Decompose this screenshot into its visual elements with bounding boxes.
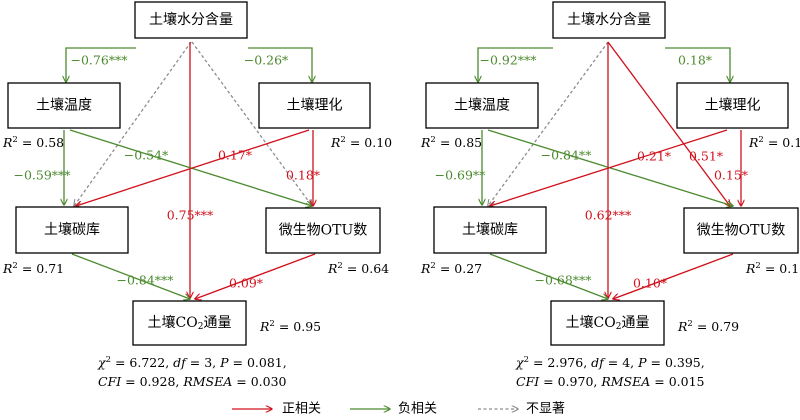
fit-stats-line-1: χ2 = 6.722, df = 3, P = 0.081, — [97, 355, 287, 370]
node-temp-box — [7, 82, 121, 129]
coef-physchem-to-otu: 0.15* — [714, 168, 749, 183]
node-temp-label: 土壤温度 — [36, 97, 92, 114]
fit-stats-line-2: CFI = 0.970, RMSEA = 0.015 — [516, 374, 705, 389]
node-co2-label: 土壤CO2通量 — [566, 314, 650, 332]
path-moisture-to-carbon — [488, 41, 609, 206]
r2-co2: R2 = 0.95 — [259, 319, 321, 334]
node-moisture-label: 土壤水分含量 — [567, 11, 651, 28]
r2-otu: R2 = 0.64 — [327, 261, 389, 276]
path-physchem-to-carbon — [490, 129, 728, 206]
coef-moisture-to-temp: −0.76*** — [70, 53, 128, 68]
path-moisture-to-carbon — [74, 41, 192, 206]
path-moisture-to-otu — [607, 41, 730, 206]
legend: 正相关 负相关 不显著 — [232, 402, 565, 417]
node-moisture-label: 土壤水分含量 — [149, 11, 233, 28]
r2-co2: R2 = 0.79 — [677, 319, 739, 334]
path-otu-to-co2 — [195, 253, 316, 299]
r2-carbon: R2 = 0.27 — [420, 261, 482, 276]
coef-moisture-to-physchem: −0.26* — [244, 53, 289, 68]
coef-physchem-to-carbon: 0.17* — [218, 148, 253, 163]
coef-temp-to-carbon: −0.69** — [435, 168, 487, 183]
node-carbon-box — [15, 206, 129, 254]
node-temp-box — [425, 82, 539, 129]
node-otu-label: 微生物OTU数 — [697, 223, 786, 239]
coef-temp-to-carbon: −0.59*** — [13, 168, 71, 183]
node-co2-box — [132, 300, 247, 346]
coef-otu-to-co2: 0.10* — [633, 276, 668, 291]
fit-stats-line-1: χ2 = 2.976, df = 4, P = 0.395, — [515, 355, 705, 370]
r2-carbon: R2 = 0.71 — [2, 261, 64, 276]
path-physchem-to-carbon — [76, 129, 310, 206]
r2-otu: R2 = 0.16 — [745, 261, 800, 276]
path-moisture-to-temp — [478, 47, 553, 82]
coef-moisture-to-temp: −0.92*** — [479, 53, 537, 68]
coef-physchem-to-carbon: 0.21* — [637, 149, 672, 164]
node-co2-box — [550, 300, 665, 346]
coef-carbon-to-co2: −0.84*** — [116, 273, 174, 288]
fit-stats-line-2: CFI = 0.928, RMSEA = 0.030 — [98, 374, 287, 389]
node-co2-label: 土壤CO2通量 — [148, 314, 232, 332]
r2-physchem: R2 = 0.10 — [748, 135, 800, 150]
path-moisture-to-physchem — [665, 47, 730, 82]
node-otu-box — [683, 207, 799, 254]
legend-nonsignificant-label: 不显著 — [526, 402, 565, 417]
path-carbon-to-co2 — [489, 253, 608, 299]
legend-positive-label: 正相关 — [282, 402, 321, 417]
coef-temp-to-otu: −0.54* — [124, 148, 169, 163]
node-physchem-label: 土壤理化 — [287, 97, 343, 114]
node-physchem-label: 土壤理化 — [705, 97, 761, 114]
path-moisture-to-physchem — [248, 47, 312, 82]
r2-temp: R2 = 0.58 — [2, 135, 64, 150]
coef-otu-to-co2: 0.09* — [229, 276, 264, 291]
coef-moisture-to-otu: 0.51* — [689, 149, 724, 164]
node-otu-box — [265, 207, 381, 254]
path-otu-to-co2 — [613, 253, 734, 299]
coef-moisture-to-co2: 0.62*** — [585, 208, 632, 223]
node-moisture-box — [552, 1, 666, 39]
r2-physchem: R2 = 0.10 — [330, 135, 392, 150]
node-physchem-box — [676, 82, 789, 129]
coef-carbon-to-co2: −0.68*** — [534, 273, 592, 288]
node-moisture-box — [134, 1, 248, 39]
legend-negative-label: 负相关 — [398, 402, 437, 417]
path-moisture-to-temp — [66, 47, 136, 82]
node-otu-label: 微生物OTU数 — [279, 223, 368, 239]
node-carbon-box — [433, 206, 547, 254]
node-carbon-label: 土壤碳库 — [462, 221, 518, 238]
sem-panel-1: −0.76*** −0.26* 0.75*** −0.59*** −0.54* 0.17*… — [2, 1, 392, 389]
r2-temp: R2 = 0.85 — [420, 135, 482, 150]
node-physchem-box — [258, 82, 371, 129]
path-moisture-to-otu — [191, 41, 312, 206]
coef-moisture-to-co2: 0.75*** — [167, 208, 214, 223]
coef-physchem-to-otu: 0.18* — [286, 168, 321, 183]
node-temp-label: 土壤温度 — [454, 97, 510, 114]
node-carbon-label: 土壤碳库 — [44, 221, 100, 238]
sem-panel-2: −0.92*** 0.18* 0.51* 0.62*** −0.69** −0.84** 0… — [420, 1, 800, 389]
coef-moisture-to-physchem: 0.18* — [678, 53, 713, 68]
path-carbon-to-co2 — [71, 253, 190, 299]
coef-temp-to-otu: −0.84** — [541, 148, 593, 163]
